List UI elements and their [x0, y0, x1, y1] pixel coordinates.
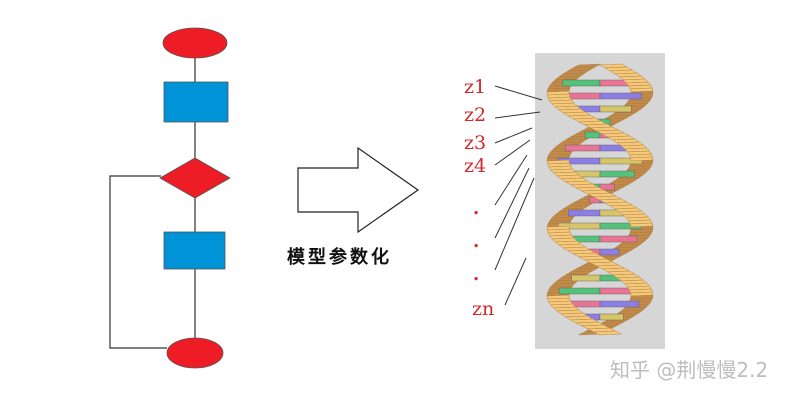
dna-illustration [535, 53, 665, 349]
process-box-1 [163, 81, 229, 123]
parameterization-arrow [297, 146, 420, 234]
dna-base-pair-2-right [599, 105, 632, 113]
dna-front-strand [546, 63, 654, 336]
dna-base-pair-7-right [599, 170, 635, 178]
decision-diamond [159, 157, 231, 199]
loop-back-connector [109, 175, 167, 349]
process-box-2 [163, 231, 226, 270]
dna-base-pair-0-left [562, 79, 601, 87]
label-leader-lines [494, 85, 543, 306]
dna-strand-a-segment-8 [629, 87, 654, 93]
dna-base-pair-6-right [599, 157, 643, 165]
dna-base-pair-16-left [558, 287, 601, 295]
param-ellipsis-dot-1: . [473, 198, 480, 219]
dna-base-pair-12-right [599, 235, 638, 243]
leader-line-zn [504, 257, 527, 306]
param-ellipsis-dot-3: . [473, 264, 480, 285]
end-terminal [166, 337, 224, 369]
param-label-z4: z4 [464, 155, 487, 177]
dna-base-pair-13-right [599, 248, 620, 256]
leader-line-z3 [494, 127, 533, 144]
dna-base-pair-4-left [584, 131, 601, 139]
param-ellipsis-dot-2: . [473, 231, 480, 252]
dna-base-pair-5-left [565, 144, 601, 152]
leader-line-dot-1 [494, 154, 528, 206]
param-label-zn: zn [472, 298, 495, 320]
leader-line-dot-3 [494, 177, 535, 271]
start-terminal [162, 27, 228, 59]
dna-strand-b-segment-31 [630, 156, 654, 162]
dna-strand-a-segment-89 [592, 330, 623, 336]
dna-base-pair-8-right [599, 183, 615, 191]
dna-base-pair-17-right [599, 300, 640, 308]
leader-line-z2 [494, 111, 541, 119]
watermark: 知乎 @荆慢慢2.2 [610, 358, 769, 382]
param-label-z2: z2 [464, 104, 487, 126]
param-label-z3: z3 [464, 132, 487, 154]
parameterization-caption: 模型参数化 [287, 247, 392, 268]
leader-line-z4 [494, 139, 531, 166]
dna-base-pair-1-right [599, 92, 642, 100]
dna-base-pair-10-left [568, 209, 601, 217]
leader-line-z1 [494, 85, 543, 101]
flowchart [109, 27, 231, 369]
dna-base-pair-15-left [571, 274, 601, 282]
leader-line-dot-2 [494, 167, 530, 239]
dna-base-pair-18-right [599, 313, 624, 321]
dna-strand-a-segment-53 [629, 222, 654, 228]
param-label-z1: z1 [464, 76, 487, 98]
dna-strand-b-segment-76 [630, 291, 654, 297]
